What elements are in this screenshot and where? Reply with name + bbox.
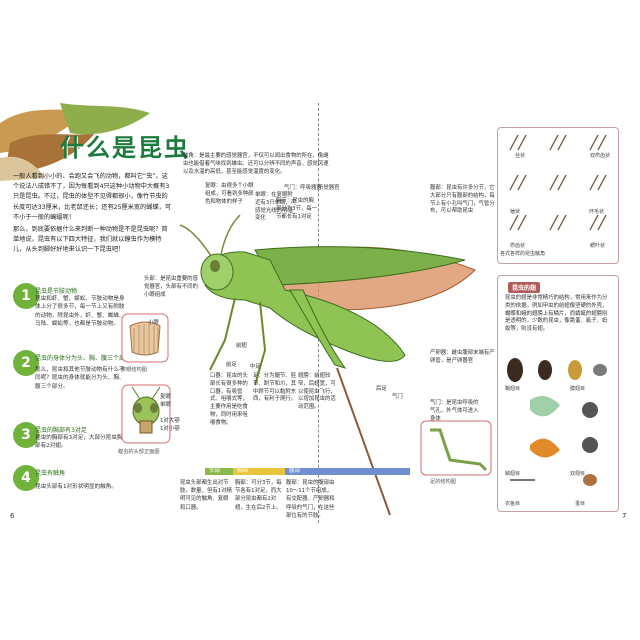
spiracle-annotation: 气门：是昆虫呼吸的气孔，外气体可进入身体	[430, 400, 479, 422]
head-part-label: 1对大颚	[160, 418, 180, 424]
section-body: 那么，昆虫和其他节肢动物有什么不同呢？昆虫的身体就能分为头、胸、腹三个部分。	[35, 367, 125, 390]
section-heading: 昆虫的胸部有3对足	[35, 427, 87, 434]
insects-panel-title: 昆虫的翅	[508, 282, 541, 293]
compound-eye-figure	[121, 313, 169, 363]
insect-label: 衣鱼目	[505, 501, 521, 507]
antenna-type-label: 环毛状	[589, 209, 605, 215]
intro-paragraph-2: 那么，到底要依据什么来判断一种动物是不是昆虫呢？简单地说，昆虫有以下四大特征，我…	[13, 226, 168, 254]
head-part-label: 1对小颚	[160, 426, 180, 432]
section-4: 4 昆虫有触角 昆虫头部有1对形状明显的触角。	[13, 465, 183, 505]
thorax-bar: 胸部	[233, 468, 285, 475]
intro-text: 一般人看到小小的、会跑又会飞的动物，都叫它“虫”。这个说法八成错不了，因为每看到…	[13, 172, 173, 256]
section-body: 昆虫头部有1对形状明显的触角。	[35, 484, 117, 490]
figure-caption: 复眼结构图	[121, 367, 147, 373]
section-1: 1 昆虫是节肢动物 昆虫和虾、蟹、蜈蚣、节肢动物是身体上分了很多节，每一节上又有…	[13, 283, 183, 343]
section-body: 昆虫的胸部有3对足，大部分昆虫胸部有2对翅。	[35, 435, 123, 450]
tympanum-label: 听觉器官	[318, 185, 340, 191]
mouthparts-annotation: 口器：昆虫的头部长有很多种的口器，有吸管式、咀嚼式等，主要作用是吃食物，同时用来…	[210, 373, 248, 426]
insect-label: 鞘翅目	[505, 386, 521, 392]
spiracle-top-label: 气门：呼吸器官	[284, 185, 322, 191]
insect-label: 膜翅目	[570, 386, 586, 392]
antennae-types-figure	[509, 134, 607, 231]
insect-label: 鳞翅目	[505, 471, 521, 477]
bottom-note: 昆虫头部都生出对节肢，数量，但有1对精明可见的触角、复眼和口器。	[180, 480, 232, 511]
insects-panel	[497, 275, 619, 512]
insect-label: 双翅目	[570, 471, 586, 477]
antennae-panel-title: 各式各样的昆虫触角	[500, 251, 546, 257]
intro-paragraph: 一般人看到小小的、会跑又会飞的动物，都叫它“虫”。这个说法八成错不了，因为每看到…	[13, 173, 172, 221]
section-body: 昆虫和虾、蟹、蜈蚣、节肢动物是身体上分了很多节，每一节上又有附肢的动物，除昆虫外…	[35, 296, 125, 328]
wing-annotation: 翅膀：前翅较窄，后翅宽，可以使昆虫飞行，以增加昆虫的活动范围。	[298, 373, 336, 411]
mid-leg-label: 中足	[250, 364, 261, 370]
section-heading: 昆虫有触角	[35, 470, 66, 477]
page-number-right: 7	[622, 512, 627, 520]
section-2: 2 昆虫的身体分为头、胸、腹三个部分 那么，昆虫和其他节肢动物有什么不同呢？昆虫…	[13, 350, 183, 410]
antenna-type-label: 丝状	[515, 153, 526, 159]
section-number: 1	[13, 283, 39, 309]
thorax-annotation: 胸节：昆虫的胸部分为3节，每一节都长有1对足	[276, 198, 318, 220]
leg-structure-figure	[420, 420, 492, 476]
small-eye-label: 小眼	[148, 320, 159, 326]
bottom-note: 腹部：昆虫的腹部由10～11个节组成，有交配器、产卵器和呼吸的气门，在这些部位有…	[286, 480, 335, 519]
figure-caption: 蝗虫的头部正面图	[118, 449, 160, 455]
section-number: 4	[13, 465, 39, 491]
section-number: 2	[13, 350, 39, 376]
ovipositor-annotation: 产卵器：雌虫腹部末端有产卵管，是产卵器官	[430, 350, 495, 364]
grasshopper-illustration	[179, 214, 476, 516]
figure-caption: 足的结构图	[430, 479, 456, 485]
spiracle-label: 气门	[392, 394, 403, 400]
head-bar: 头部	[205, 468, 233, 475]
leaves-decoration-icon	[0, 103, 150, 181]
forewing-label: 前翅	[236, 343, 247, 349]
head-part-label: 复眼	[160, 394, 171, 400]
section-heading: 昆虫是节肢动物	[35, 288, 78, 295]
hind-leg-label: 后足	[376, 386, 387, 392]
bottom-note: 胸部：可分3节，每节各有1对足，而大部分昆虫都有2对翅，生在后2节上。	[235, 480, 282, 511]
head-part-label: 单眼	[160, 402, 171, 408]
section-number: 3	[13, 422, 39, 448]
leg-annotation: 足：分为腿节、胫节、跗节和爪，其中跗节可以黏附东西，有利于爬行。	[253, 373, 297, 403]
antenna-annotation: 触角：是最主要的感觉器官，不仅可以闻出食物的所在，像雌虫也能借着气味找到雄虫。还…	[183, 153, 329, 175]
fore-leg-label: 前足	[226, 362, 237, 368]
page-number-left: 6	[10, 512, 15, 520]
compound-eye-annotation: 复眼：由很多个小眼组成，可看到多种颜色和物体的样子	[205, 183, 254, 205]
page-title: 什么是昆虫	[60, 134, 190, 162]
antenna-type-label: 鳃叶状	[590, 243, 606, 249]
simple-eye-annotation: 单眼：在复眼附近有3只单眼，可感觉光线的明暗变化	[255, 192, 297, 222]
head-front-figure	[121, 384, 171, 444]
insects-panel-text: 昆虫的翅是非常精巧的结构，常用来作为分类的依据，例如甲虫的前翅像坚硬的外壳，蝴蝶…	[505, 295, 608, 333]
abdomen-annotation: 腹部：昆虫有许多分节，它大部分只有腹部的结构，每节上有小孔叫气门，气管分布，可以…	[430, 185, 495, 215]
abdomen-bar: 腹部	[285, 468, 410, 475]
section-3: 3 昆虫的胸部有3对足 昆虫的胸部有3对足，大部分昆虫胸部有2对翅。	[13, 422, 183, 462]
section-heading: 昆虫的身体分为头、胸、腹三个部分	[35, 355, 132, 362]
insect-examples-figure	[507, 358, 607, 486]
antenna-type-label: 双栉齿状	[590, 153, 611, 159]
antenna-type-label: 栉齿状	[510, 243, 526, 249]
insect-label: 蚤目	[575, 501, 586, 507]
antenna-type-label: 锤状	[510, 209, 521, 215]
head-annotation: 头部：是昆虫重要的感觉器官，头部有不同的小眼组成	[144, 276, 198, 298]
